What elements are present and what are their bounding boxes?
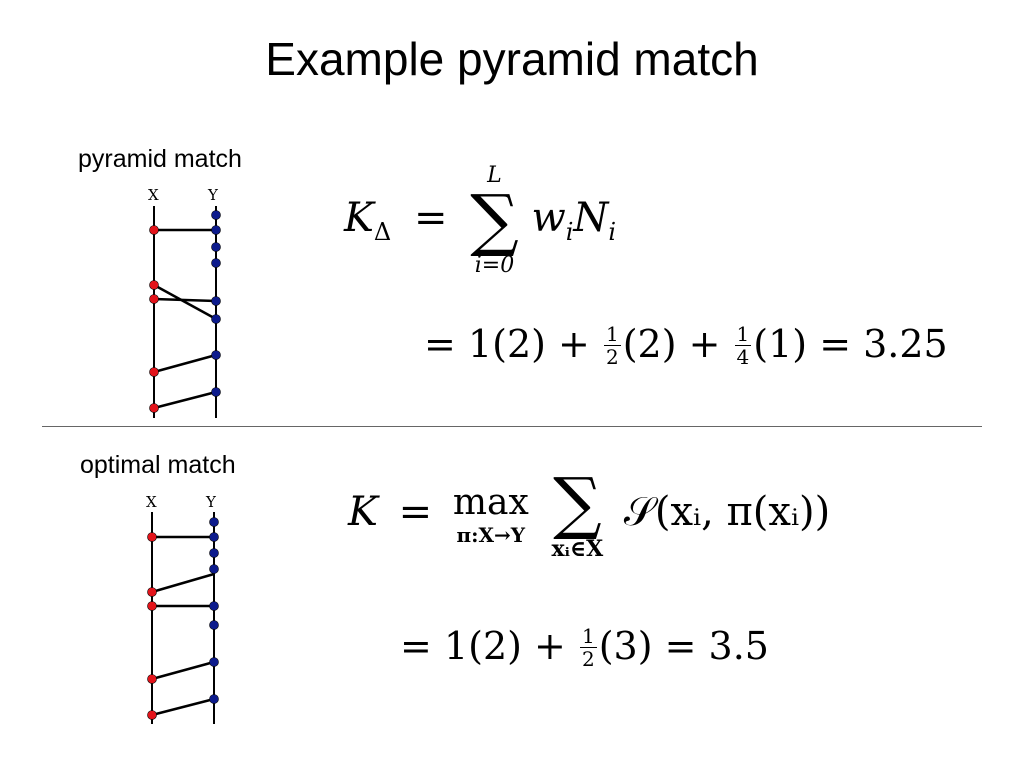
y-point [211,350,221,360]
y-point [211,210,221,220]
formula-equals: = [398,489,433,535]
pyramid-y-label: Y [207,186,219,204]
x-point [149,367,159,377]
max-symbol: max [452,482,529,523]
formula-lhs: K [348,489,378,535]
y-point [209,601,219,611]
eval-term-a: 1(2) + [443,624,566,668]
pyramid-match-diagram: X Y [148,186,221,418]
y-point [209,548,219,558]
y-point [211,225,221,235]
x-point [147,710,157,720]
optimal-y-label: Y [205,493,217,511]
slide-title: Example pyramid match [265,33,759,85]
x-point [149,403,159,413]
sum-symbol: ∑ [470,181,519,260]
y-point [209,532,219,542]
y-point [211,242,221,252]
formula-count: N [573,195,609,241]
formula-count-sub: i [608,218,617,246]
pyramid-match-edge [153,390,217,410]
frac-den: 2 [581,647,595,671]
pyramid-kernel-formula: KΔ = L ∑ i=0 wiNi [344,165,616,277]
sum-operator: ∑ xᵢ∈X [551,464,604,562]
formula-weight: w [531,195,566,241]
sum-operator: L ∑ i=0 [470,165,519,277]
eval-term-b: (3) = 3.5 [598,624,769,668]
sum-lower-limit: i=0 [474,253,515,278]
y-point [209,517,219,527]
formula-lhs-sub: Δ [373,218,392,246]
frac-den: 2 [605,345,619,369]
frac-den: 4 [736,345,750,369]
x-point [147,587,157,597]
eval-term-a: 1(2) + [467,322,590,366]
x-point [147,674,157,684]
optimal-x-label: X [146,493,157,511]
frac-num: 1 [579,624,597,648]
max-operator: max π:X→Y [452,482,529,547]
frac-num: 1 [734,322,752,346]
x-point [147,601,157,611]
pyramid-x-label: X [148,186,159,204]
optimal-match-edge [151,660,215,681]
sum-lower-limit: xᵢ∈X [551,536,604,562]
optimal-match-diagram: X Y [146,493,219,724]
sum-upper-limit: L [487,163,502,188]
pyramid-match-edge [153,283,217,321]
formula-equals: = [413,195,448,241]
y-point [209,564,219,574]
y-point [211,387,221,397]
pyramid-match-edge [153,353,217,374]
formula-lhs: K [344,195,374,241]
eval-term-b: (2) + [622,322,721,366]
optimal-kernel-formula: K = max π:X→Y ∑ xᵢ∈X 𝒮(xᵢ, π(xᵢ)) [348,464,831,562]
eval-term-c: (1) = 3.25 [753,322,948,366]
eval-equals: = [400,624,432,668]
optimal-match-edge [151,572,215,594]
y-point [209,657,219,667]
pyramid-match-label: pyramid match [78,145,242,173]
max-subscript: π:X→Y [456,523,526,547]
x-point [147,532,157,542]
y-point [211,314,221,324]
formula-body: 𝒮(xᵢ, π(xᵢ)) [623,489,831,535]
x-point [149,280,159,290]
optimal-match-edge [151,697,215,717]
y-point [211,296,221,306]
sum-symbol: ∑ [553,464,602,543]
x-point [149,294,159,304]
y-point [211,258,221,268]
formula-weight-sub: i [565,218,574,246]
frac-num: 1 [603,322,621,346]
pyramid-match-edge [153,297,217,303]
x-point [149,225,159,235]
optimal-match-label: optimal match [80,451,236,479]
y-point [209,620,219,630]
section-divider [42,426,982,427]
y-point [209,694,219,704]
eval-equals: = [424,322,456,366]
